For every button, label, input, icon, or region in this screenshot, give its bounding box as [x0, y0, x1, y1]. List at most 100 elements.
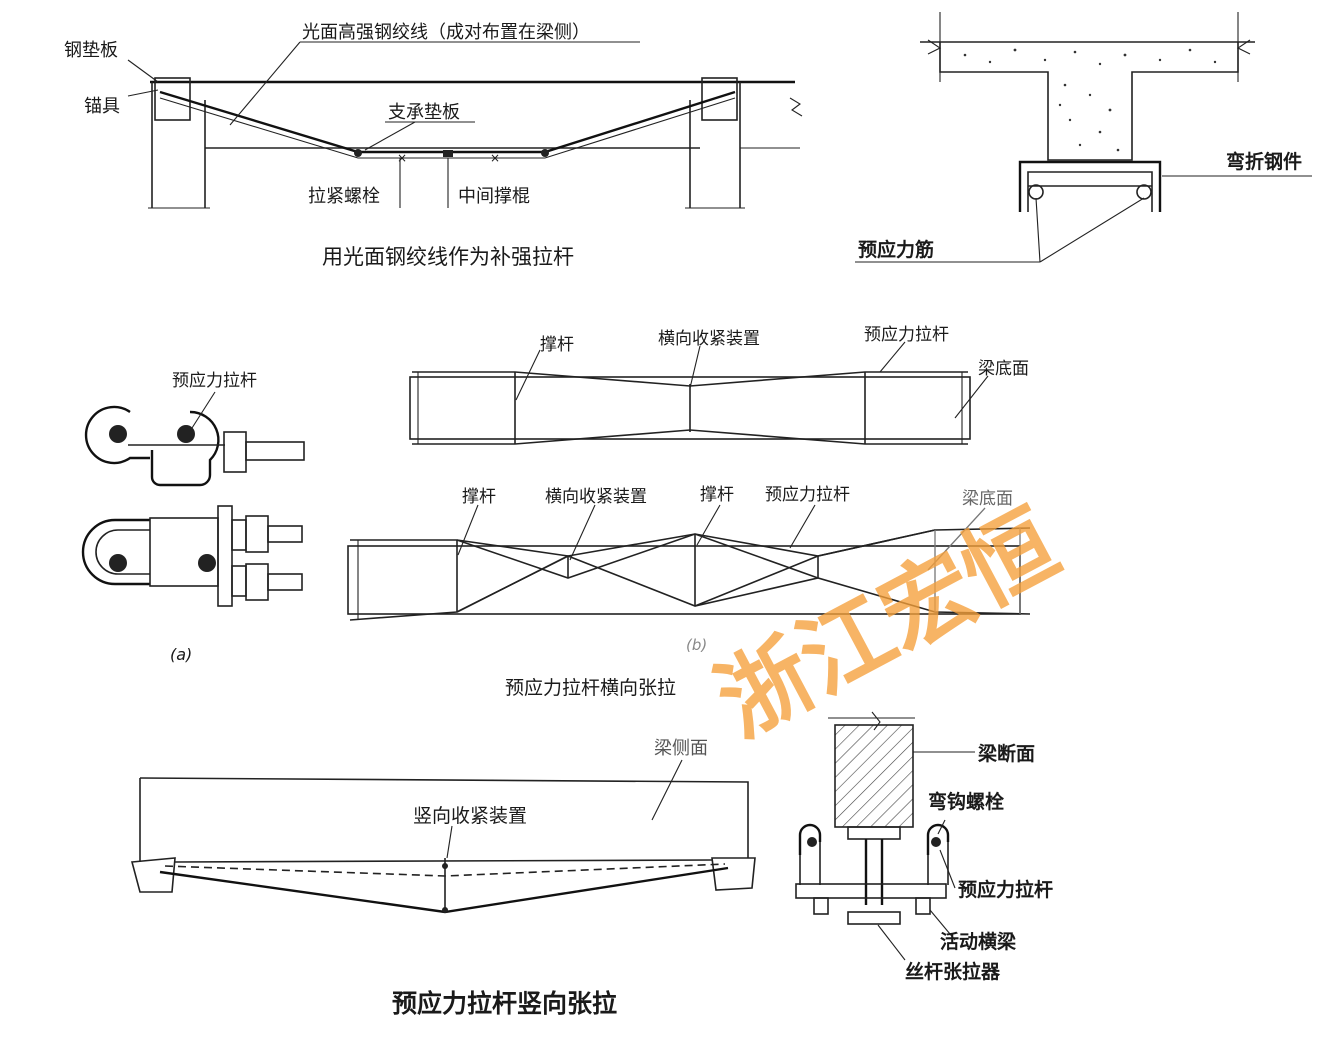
tie-top: [412, 371, 968, 387]
tie-bottom: [412, 429, 968, 445]
support-plate-right: [541, 149, 549, 157]
leader-prestress: [1039, 197, 1145, 263]
label-beam-side: 梁侧面: [654, 738, 708, 759]
end-plate: [217, 505, 233, 607]
break-symbol-left: [927, 39, 942, 55]
diagram3a-hook-details: 预应力拉杆 (a): [81, 371, 305, 664]
nut-right: [915, 897, 931, 915]
screw-upper: [267, 525, 303, 543]
leader-anchor: [127, 89, 159, 97]
u-hook-inner: [95, 529, 150, 575]
label-device-top: 横向收紧装置: [658, 329, 760, 349]
leader-strut1: [457, 504, 479, 556]
leader-device: [689, 345, 701, 389]
leader-plate: [127, 59, 159, 83]
label-beam-bottom-b: 梁底面: [962, 489, 1013, 509]
label-beam-section: 梁断面: [977, 742, 1035, 765]
support-plate-left: [354, 149, 362, 157]
leader-strut2: [696, 504, 721, 546]
j-hook: [150, 410, 220, 487]
nut-upper-outer: [245, 515, 269, 553]
label-movable-beam: 活动横梁: [940, 930, 1017, 953]
left-steel-plate: [154, 77, 191, 121]
concrete-texture: [963, 48, 1217, 152]
u-hook-outer: [81, 518, 150, 586]
leader-tensioner: [877, 924, 906, 961]
bearing-plate: [847, 826, 901, 840]
nut-left: [813, 897, 829, 915]
nut-upper: [231, 519, 247, 551]
tie-section-low-right: [198, 554, 216, 572]
label-middle-strut: 中间撑棍: [458, 186, 530, 207]
screw-rod: [245, 441, 305, 461]
watermark-text: 浙江宏恒: [700, 490, 1075, 757]
middle-strut-mark: [443, 150, 453, 157]
leader-prestress: [1035, 197, 1041, 263]
leader-strand: [229, 41, 301, 126]
label-beam-bottom-top: 梁底面: [978, 359, 1029, 379]
label-device-b: 横向收紧装置: [545, 487, 647, 507]
device-node: [442, 907, 448, 913]
tie-section-low-left: [109, 554, 127, 572]
label-screw-tensioner: 丝杆张拉器: [905, 960, 1001, 983]
leader-support: [364, 121, 416, 151]
label-strut-b1: 撑杆: [462, 487, 496, 507]
diagram2-tbeam-section: 弯折钢件 预应力筋: [855, 12, 1312, 263]
label-hook-bolt: 弯钩螺栓: [928, 790, 1004, 813]
tie-end-right: [931, 837, 941, 847]
label-sub-b: (b): [686, 636, 707, 654]
diagram3b-top: 撑杆 横向收紧装置 预应力拉杆 梁底面: [409, 325, 1029, 445]
label-strut-top: 撑杆: [540, 335, 574, 355]
leader-hook-bolt: [937, 819, 946, 835]
label-tie-5: 预应力拉杆: [958, 878, 1053, 901]
leader-beam-side: [651, 759, 683, 821]
label-sub-a: (a): [170, 645, 192, 664]
caption-diagram1: 用光面钢绞线作为补强拉杆: [322, 245, 574, 269]
right-steel-plate: [701, 77, 738, 121]
hook-bolt-left: [798, 823, 822, 855]
leader-movable: [929, 909, 956, 941]
leader-beam-bottom: [954, 375, 989, 419]
clamp-body: [149, 517, 219, 587]
diagram5-vertical-section: 梁断面 弯钩螺栓 预应力拉杆 活动横梁 丝杆张拉器: [795, 711, 1053, 983]
bent-steel-inner: [1027, 171, 1153, 212]
end-anchor-right: [711, 857, 756, 891]
diagram4-vertical-side: 梁侧面 竖向收紧装置 预应力拉杆竖向张拉: [130, 738, 756, 1018]
tie-section-left: [109, 425, 127, 443]
label-strand: 光面高强钢绞线（成对布置在梁侧）: [302, 22, 590, 43]
diagram3b-bottom: 撑杆 横向收紧装置 撑杆 预应力拉杆 梁底面 (b) 预应力拉杆横向张拉: [347, 485, 1031, 699]
prestress-bar-right: [1136, 184, 1152, 200]
leader-vertical-device: [446, 825, 453, 859]
label-tie-top: 预应力拉杆: [864, 325, 949, 345]
prestress-bar-left: [1028, 184, 1044, 200]
leader-tie-5: [939, 849, 956, 889]
tie-section-right: [177, 425, 195, 443]
hook-bolt-right: [926, 823, 950, 855]
beam-bottom-rect: [409, 376, 971, 440]
leader-beam-bottom2: [927, 507, 986, 571]
tie-end-left: [807, 837, 817, 847]
caption-diagram4: 预应力拉杆竖向张拉: [392, 989, 617, 1018]
c-hook-left: [84, 405, 150, 465]
screw-lower: [267, 573, 303, 591]
screw-tensioner-plate: [847, 911, 901, 925]
tbeam-outline: [939, 42, 1239, 161]
leader-tie2: [789, 504, 816, 549]
bent-steel-bracket: [1018, 160, 1162, 212]
tension-bolt-x: ×: [490, 151, 500, 165]
steel-strand-pair: [159, 97, 736, 159]
label-strut-b2: 撑杆: [700, 485, 734, 505]
break-symbol-right: [1236, 39, 1251, 55]
label-vertical-device: 竖向收紧装置: [413, 805, 527, 827]
label-prestress-bar: 预应力筋: [858, 238, 934, 261]
leader-tie: [879, 341, 906, 373]
beam-section-hatched: [834, 724, 914, 828]
label-tension-bolt: 拉紧螺栓: [308, 186, 380, 207]
label-tie-b: 预应力拉杆: [765, 485, 850, 505]
break-symbol: [789, 97, 803, 117]
label-support-plate: 支承垫板: [388, 102, 460, 123]
end-anchor-left: [130, 857, 176, 893]
tension-bolt-x: ×: [397, 151, 407, 165]
